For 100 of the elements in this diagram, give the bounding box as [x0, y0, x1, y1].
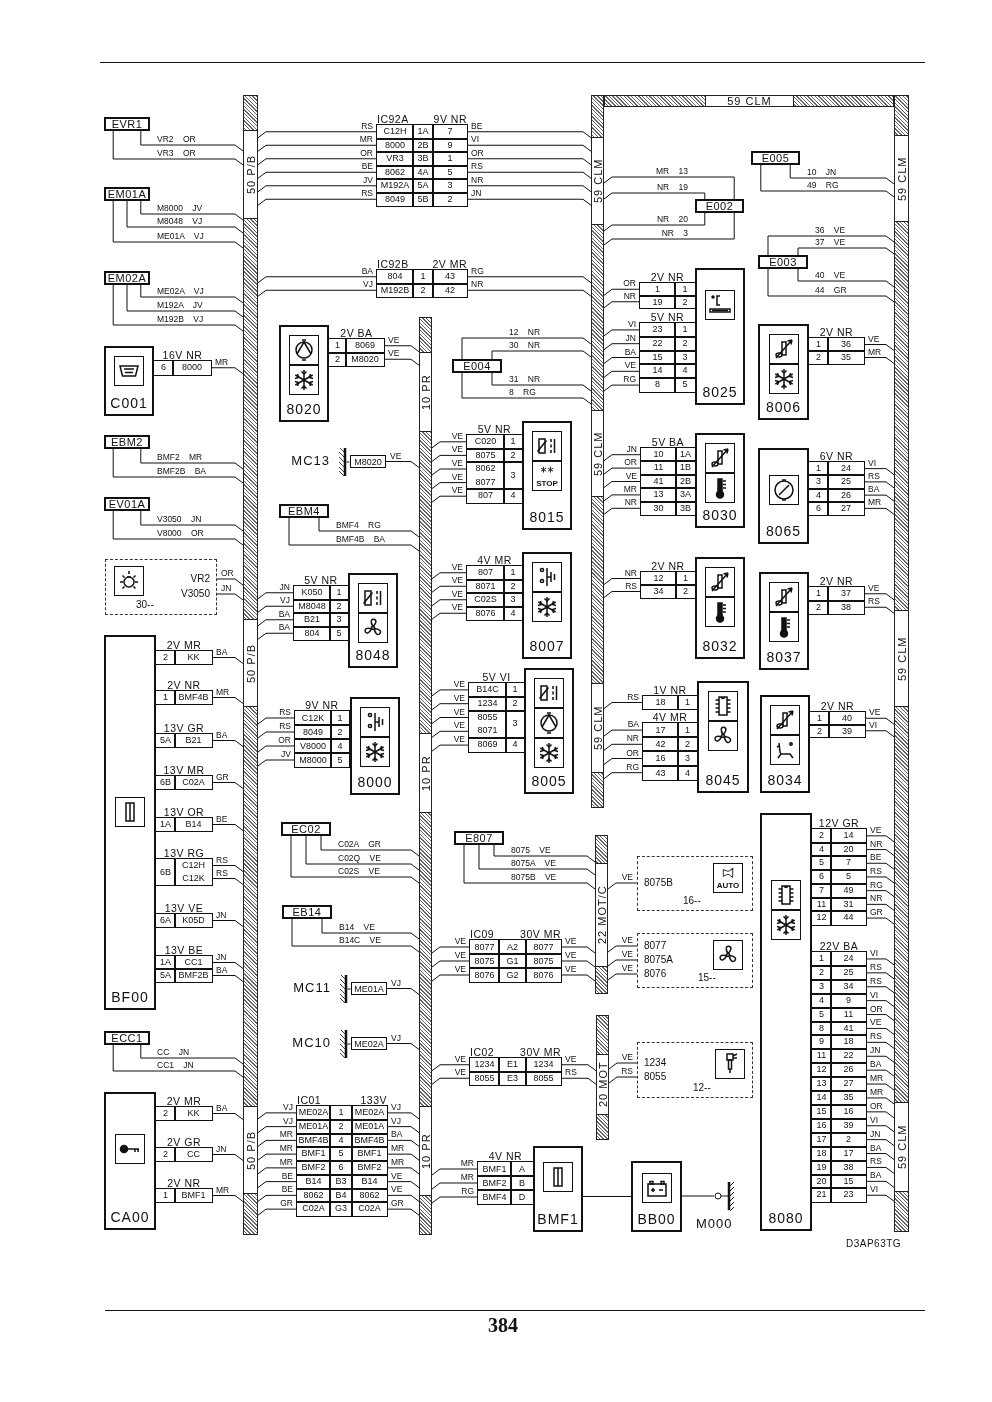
pin-label: BMF4: [478, 1190, 511, 1204]
pin-label: 31: [831, 897, 866, 912]
pin-label: 15: [831, 1174, 866, 1189]
dashed-frame: [637, 856, 753, 911]
pin-label: 6: [330, 1161, 352, 1175]
wire-label: ME01A VJ: [156, 232, 205, 241]
pin-label: B21: [175, 734, 212, 747]
harness-label: 50 P/B: [243, 130, 258, 219]
pin-label: 11: [641, 461, 676, 475]
wire-label: VE: [867, 334, 881, 344]
pin-label: ME01A: [297, 1119, 330, 1134]
pin-label: 3B: [676, 501, 695, 516]
component-code: CA00: [109, 1209, 151, 1225]
wire-label: VJ: [390, 1102, 402, 1112]
pin-label: 25: [828, 475, 864, 489]
pin-label: 807: [467, 566, 504, 580]
splice-box: [104, 117, 150, 131]
wire: [603, 176, 735, 200]
pin-label: 8062 8077: [467, 462, 504, 490]
wire: [493, 844, 596, 863]
wire: [140, 200, 244, 221]
wire-label: RS: [215, 855, 229, 865]
wire: [865, 1000, 895, 1008]
wire: [466, 289, 592, 297]
pin-label: 24: [831, 952, 866, 966]
pin-label: 35: [828, 351, 864, 364]
pin-label: 3B: [413, 152, 433, 166]
pin-label: 4: [678, 765, 697, 780]
wire-label: VE: [452, 735, 466, 745]
pin-name: 8055: [644, 1071, 667, 1083]
wire: [789, 164, 895, 185]
component-code: BB00: [636, 1211, 677, 1227]
component-box: [104, 1092, 156, 1230]
wire-label: BA: [869, 1060, 883, 1070]
wire-label: MR: [278, 1130, 294, 1140]
pin-label: 22: [640, 336, 675, 351]
wire-label: MR: [215, 1185, 231, 1195]
wire-label: VE: [452, 693, 466, 703]
wire: [865, 1180, 895, 1188]
connector-header: 133V: [360, 1094, 387, 1106]
wire-label: VE: [564, 965, 578, 974]
wire: [466, 171, 592, 179]
harness-bar: [894, 95, 909, 1232]
connector-header: IC02: [470, 1046, 495, 1058]
pin-label: 8055: [470, 1071, 499, 1085]
wire: [257, 1208, 298, 1216]
wire-label: M8048 VJ: [156, 217, 204, 226]
wire: [431, 585, 468, 593]
connector-header: 16V NR: [162, 349, 203, 361]
pin-label: 8049: [377, 192, 413, 206]
pin-label: 1: [809, 462, 828, 476]
wire: [865, 1055, 895, 1063]
pin-label: 2: [156, 651, 175, 664]
pin-label: M8048: [294, 599, 330, 613]
splice-box: [758, 255, 808, 269]
wire-label: VE: [450, 576, 464, 586]
harness-bar: [596, 1015, 609, 1140]
pin-label: C02S: [467, 593, 504, 607]
wire: [603, 578, 642, 585]
pin-label: 8069: [346, 339, 384, 353]
component-code: 8025: [701, 384, 739, 400]
pin-label: 3: [506, 710, 524, 739]
pin-label: 8055 8071: [469, 710, 506, 739]
wire: [865, 1027, 895, 1035]
pin-label: 13: [641, 488, 676, 502]
pin-label: 1: [331, 711, 349, 725]
pin-label: 5: [812, 1007, 831, 1022]
wire: [431, 612, 468, 620]
pin-label: BMF2B: [175, 969, 212, 982]
wire: [386, 988, 420, 995]
pin-label: C020: [467, 435, 504, 449]
wire-label: OR: [623, 458, 638, 468]
wire: [466, 158, 592, 166]
pin-label: 8075: [526, 954, 561, 968]
wire-label: GR: [390, 1199, 405, 1209]
wire-label: RS: [278, 722, 292, 731]
pin-label: 43: [433, 270, 467, 284]
sheet-reference: 16--: [683, 895, 701, 907]
wire: [321, 918, 420, 940]
wire: [797, 247, 895, 256]
wire: [582, 1196, 632, 1197]
pin-label: 3A: [676, 488, 695, 502]
pin-label: 1: [812, 952, 831, 966]
wire-label: OR: [622, 279, 637, 289]
component-code: 8030: [701, 507, 739, 523]
wire: [257, 276, 378, 284]
wire: [305, 835, 420, 871]
wire-label: RS: [869, 866, 883, 876]
pin-label: 20: [812, 1174, 831, 1189]
wire: [386, 1194, 420, 1202]
pin-label: 36: [828, 338, 864, 351]
wire-label: NR: [470, 175, 485, 185]
pin-label: KK: [175, 1107, 212, 1120]
wire: [603, 329, 641, 337]
component-code: 8000: [356, 774, 394, 790]
pin-label: 8049: [295, 725, 331, 739]
pin-label: BMF2: [478, 1176, 511, 1190]
wire: [864, 717, 895, 725]
wire: [767, 235, 895, 256]
wire: [607, 959, 638, 967]
